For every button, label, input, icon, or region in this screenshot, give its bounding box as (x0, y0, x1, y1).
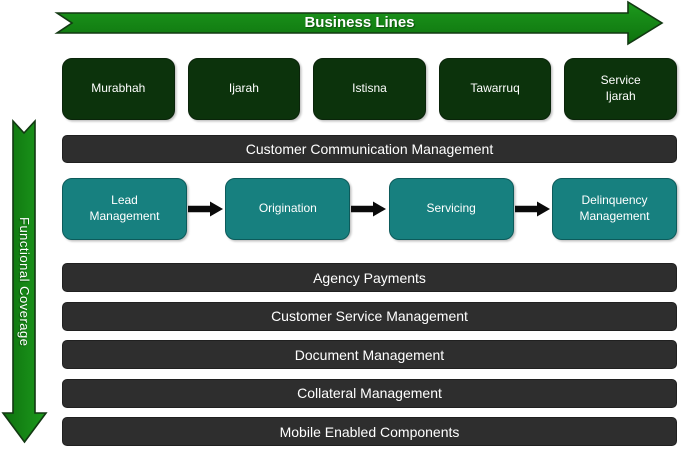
bar-agency-payments: Agency Payments (62, 263, 677, 292)
stage-box-servicing: Servicing (388, 178, 514, 240)
flow-arrow-icon (188, 201, 224, 217)
stage-box-delinquency-management: Delinquency Management (551, 178, 677, 240)
down-arrow-icon (1, 118, 48, 444)
right-arrow-icon (54, 0, 664, 46)
business-line-box-istisna: Istisna (313, 58, 426, 120)
bar-document-management: Document Management (62, 340, 677, 369)
stage-box-origination: Origination (225, 178, 351, 240)
business-line-box-tawarruq: Tawarruq (438, 58, 552, 120)
bar-customer-communication-management: Customer Communication Management (62, 135, 677, 163)
business-line-box-service-ijarah: Service Ijarah (564, 58, 677, 120)
bar-collateral-management: Collateral Management (62, 378, 677, 408)
lifecycle-row: Lead Management Origination Servicing De… (62, 178, 677, 240)
flow-arrow-icon (514, 201, 550, 217)
business-line-box-ijarah: Ijarah (187, 58, 301, 120)
stage-box-lead-management: Lead Management (62, 178, 187, 240)
functional-coverage-label: Functional Coverage (17, 216, 32, 347)
business-lines-label: Business Lines (304, 14, 415, 31)
business-lines-row: Murabhah Ijarah Istisna Tawarruq Service… (62, 58, 677, 120)
business-line-box-murabhah: Murabhah (62, 58, 175, 120)
capability-bars: Agency Payments Customer Service Managem… (62, 263, 677, 446)
bar-mobile-enabled-components: Mobile Enabled Components (62, 417, 677, 446)
flow-arrow-icon (351, 201, 387, 217)
bar-customer-service-management: Customer Service Management (62, 301, 677, 331)
